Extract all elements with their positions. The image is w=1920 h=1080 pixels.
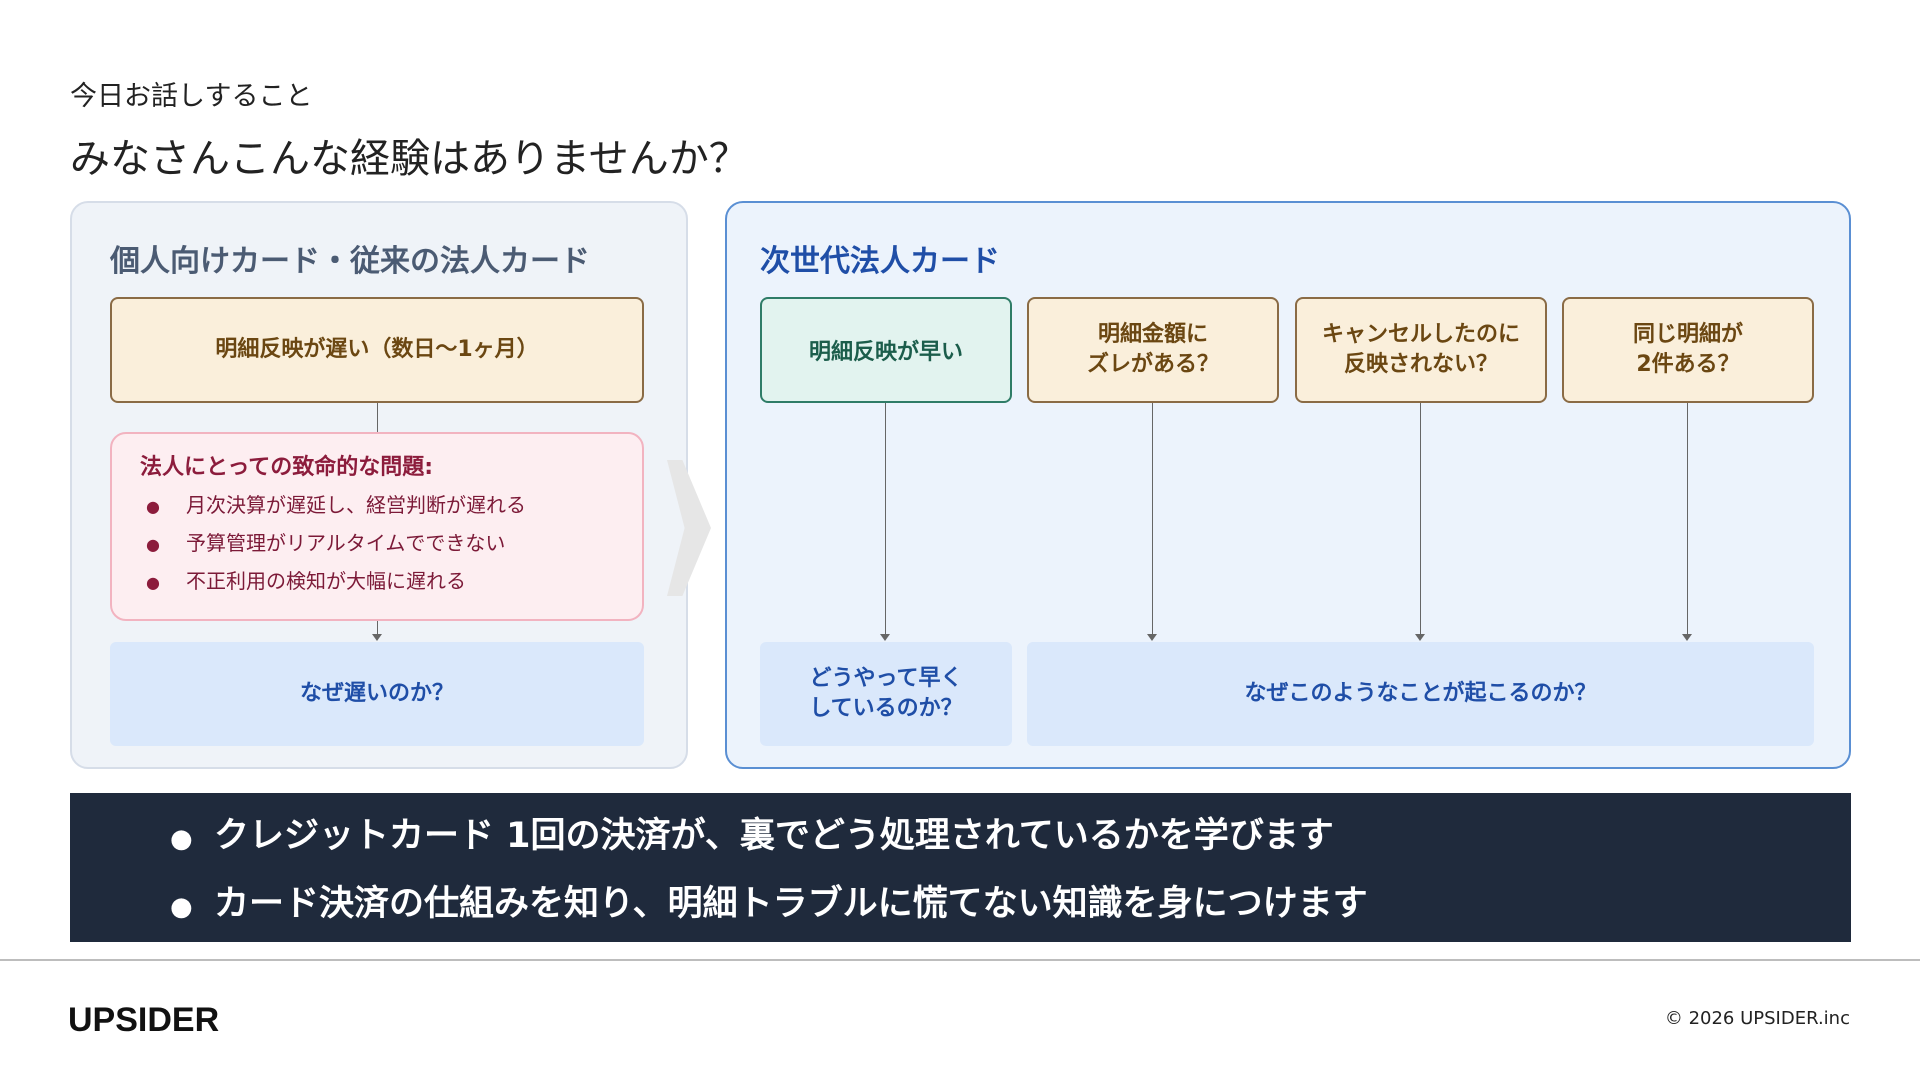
duplicate-statement-card: 同じ明細が 2件ある？ bbox=[1562, 297, 1814, 403]
why-happens-label: なぜこのようなことが起こるのか？ bbox=[1244, 681, 1597, 706]
list-item: ● 予算管理がリアルタイムでできない bbox=[146, 528, 526, 566]
bullet-icon: ● bbox=[146, 535, 160, 554]
takeaway-banner: ● クレジットカード 1回の決済が、裏でどう処理されているかを学びます ● カード決… bbox=[70, 793, 1851, 942]
problem-text: 不正利用の検知が大幅に遅れる bbox=[186, 569, 466, 593]
list-item: ● カード決済の仕組みを知り、明細トラブルに慌てない知識を身につけます bbox=[170, 879, 1368, 947]
critical-problems-title: 法人にとっての致命的な問題: bbox=[140, 455, 434, 480]
arrow-down-icon bbox=[880, 634, 890, 641]
why-slow-label: なぜ遅いのか？ bbox=[299, 681, 454, 706]
card-line: 2件ある？ bbox=[1636, 352, 1740, 377]
connector-line bbox=[377, 621, 378, 634]
copyright-text: © 2026 UPSIDER.inc bbox=[1664, 1008, 1850, 1029]
how-fast-card: どうやって早く しているのか？ bbox=[760, 642, 1012, 746]
next-gen-card-heading: 次世代法人カード bbox=[760, 244, 1000, 279]
critical-problems-list: ● 月次決算が遅延し、経営判断が遅れる ● 予算管理がリアルタイムでできない ● 不正… bbox=[146, 490, 526, 604]
bullet-icon: ● bbox=[146, 573, 160, 592]
arrow-down-icon bbox=[1682, 634, 1692, 641]
problem-text: 月次決算が遅延し、経営判断が遅れる bbox=[186, 493, 526, 517]
card-line: どうやって早く bbox=[809, 666, 963, 691]
critical-problems-box bbox=[110, 432, 644, 621]
cancel-not-reflected-card: キャンセルしたのに 反映されない？ bbox=[1295, 297, 1547, 403]
arrow-down-icon bbox=[1147, 634, 1157, 641]
card-line: しているのか？ bbox=[809, 696, 963, 721]
takeaway-text: クレジットカード 1回の決済が、裏でどう処理されているかを学びます bbox=[214, 816, 1334, 856]
arrow-down-icon bbox=[1415, 634, 1425, 641]
card-line: ズレがある？ bbox=[1086, 352, 1219, 377]
list-item: ● 不正利用の検知が大幅に遅れる bbox=[146, 566, 526, 604]
fast-statement-card: 明細反映が早い bbox=[760, 297, 1012, 403]
connector-line bbox=[1152, 403, 1153, 634]
connector-line bbox=[377, 403, 378, 433]
bullet-icon: ● bbox=[170, 892, 193, 922]
footer-divider bbox=[0, 959, 1920, 961]
legacy-card-heading: 個人向けカード・従来の法人カード bbox=[110, 244, 590, 279]
card-line: キャンセルしたのに bbox=[1321, 322, 1520, 347]
page-title: みなさんこんな経験はありませんか？ bbox=[70, 136, 749, 182]
connector-line bbox=[885, 403, 886, 634]
takeaway-text: カード決済の仕組みを知り、明細トラブルに慌てない知識を身につけます bbox=[214, 884, 1368, 924]
list-item: ● 月次決算が遅延し、経営判断が遅れる bbox=[146, 490, 526, 528]
section-kicker: 今日お話しすること bbox=[70, 81, 313, 112]
takeaway-list: ● クレジットカード 1回の決済が、裏でどう処理されているかを学びます ● カード決… bbox=[170, 811, 1368, 947]
card-line: 明細金額に bbox=[1097, 322, 1208, 347]
list-item: ● クレジットカード 1回の決済が、裏でどう処理されているかを学びます bbox=[170, 811, 1368, 879]
card-line: 反映されない？ bbox=[1343, 352, 1498, 377]
connector-line bbox=[1420, 403, 1421, 634]
connector-line bbox=[1687, 403, 1688, 634]
fast-statement-label: 明細反映が早い bbox=[808, 340, 963, 365]
arrow-down-icon bbox=[372, 634, 382, 641]
problem-text: 予算管理がリアルタイムでできない bbox=[186, 531, 506, 555]
card-line: 同じ明細が bbox=[1632, 322, 1743, 347]
bullet-icon: ● bbox=[170, 824, 193, 854]
why-slow-card: なぜ遅いのか？ bbox=[110, 642, 644, 746]
slow-statement-label: 明細反映が遅い（数日〜1ヶ月） bbox=[215, 337, 539, 362]
slow-statement-card: 明細反映が遅い（数日〜1ヶ月） bbox=[110, 297, 644, 403]
amount-mismatch-card: 明細金額に ズレがある？ bbox=[1027, 297, 1279, 403]
bullet-icon: ● bbox=[146, 497, 160, 516]
why-happens-card: なぜこのようなことが起こるのか？ bbox=[1027, 642, 1814, 746]
company-logo: UPSIDER bbox=[68, 1001, 220, 1039]
